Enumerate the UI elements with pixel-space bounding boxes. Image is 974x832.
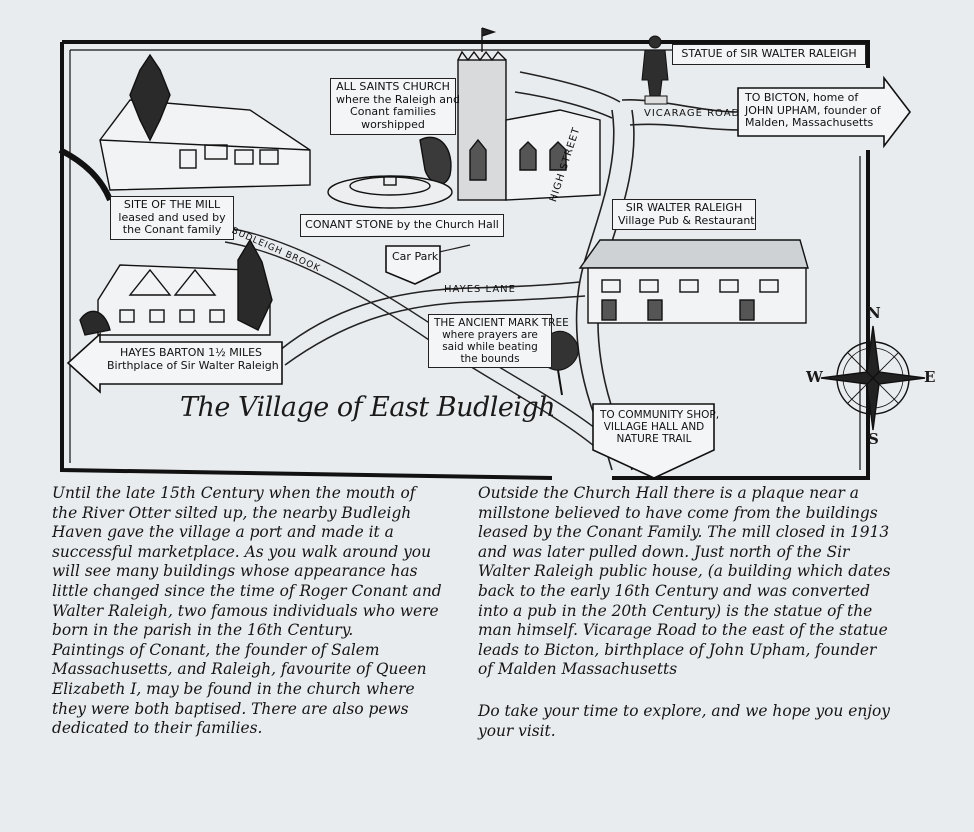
- arrow-shapes: [66, 75, 912, 479]
- compass-s: S: [868, 430, 879, 448]
- mark-tree-line-1: THE ANCIENT MARK TREE: [434, 317, 569, 329]
- left-paragraph-2: Paintings of Conant, the founder of Sale…: [52, 640, 427, 738]
- mill-illustration: [58, 53, 311, 202]
- bicton-label: TO BICTON, home of JOHN UPHAM, founder o…: [740, 90, 884, 132]
- car-park-label: Car Park: [392, 250, 438, 263]
- compass-e: E: [924, 368, 935, 386]
- pub-illustration: [578, 239, 809, 324]
- community-line-2: VILLAGE HALL AND: [603, 421, 705, 434]
- left-paragraph-1: Until the late 15th Century when the mou…: [52, 484, 442, 640]
- mill-line-3: the Conant family: [122, 223, 222, 237]
- bicton-line-3: Malden, Massachusetts: [745, 116, 874, 130]
- conant-stone-illustration: [327, 175, 453, 209]
- statue-label-text: STATUE of SIR WALTER RALEIGH: [681, 47, 857, 60]
- hayes-lane-label: HAYES LANE: [444, 284, 516, 295]
- hayes-barton-line-2: Birthplace of Sir Walter Raleigh: [107, 358, 279, 372]
- pub-line-2: Village Pub & Restaurant: [618, 213, 755, 227]
- right-text-column: Outside the Church Hall there is a plaqu…: [478, 484, 896, 741]
- statue-label: STATUE of SIR WALTER RALEIGH: [672, 44, 866, 65]
- compass-s-text: S: [868, 430, 879, 448]
- community-line-1: TO COMMUNITY SHOP,: [600, 409, 720, 421]
- compass-n-text: N: [867, 304, 881, 322]
- mark-tree-line-3: said while beating: [442, 341, 538, 354]
- car-park-text: Car Park: [392, 250, 439, 263]
- roads: [224, 71, 741, 471]
- pub-line-1: SIR WALTER RALEIGH: [625, 201, 743, 214]
- bicton-line-1: TO BICTON, home of: [745, 91, 859, 104]
- left-text-column: Until the late 15th Century when the mou…: [52, 484, 444, 739]
- pub-label: SIR WALTER RALEIGH Village Pub & Restaur…: [612, 199, 756, 231]
- bicton-line-2: JOHN UPHAM, founder of: [745, 103, 881, 117]
- church-illustration: [419, 27, 601, 201]
- compass-w-text: W: [806, 368, 823, 386]
- right-paragraph-2: Do take your time to explore, and we hop…: [478, 701, 890, 740]
- hayes-barton-illustration: [79, 238, 273, 336]
- compass-n: N: [867, 304, 881, 322]
- vicarage-road-label: VICARAGE ROAD: [644, 108, 740, 119]
- community-line-3: NATURE TRAIL: [616, 433, 692, 446]
- hayes-lane-text: HAYES LANE: [444, 284, 516, 295]
- hayes-barton-line-1: HAYES BARTON 1½ MILES: [119, 346, 263, 359]
- map-title: The Village of East Budleigh: [180, 392, 556, 423]
- vicarage-road-text: VICARAGE ROAD: [644, 108, 741, 119]
- church-label: ALL SAINTS CHURCH where the Raleigh and …: [330, 78, 460, 135]
- right-paragraph-1: Outside the Church Hall there is a plaqu…: [478, 484, 891, 679]
- community-label: TO COMMUNITY SHOP, VILLAGE HALL AND NATU…: [595, 407, 720, 447]
- mill-line-1: SITE OF THE MILL: [123, 198, 221, 211]
- mill-label: SITE OF THE MILL leased and used by the …: [110, 196, 234, 240]
- church-line-4: worshipped: [361, 117, 425, 131]
- church-line-3: Conant families: [350, 105, 436, 119]
- church-line-2: where the Raleigh and: [336, 92, 460, 106]
- mark-tree-label: THE ANCIENT MARK TREE where prayers are …: [428, 314, 569, 369]
- conant-stone-text: CONANT STONE by the Church Hall: [305, 218, 499, 231]
- compass-w: W: [806, 368, 823, 386]
- mark-tree-line-2: where prayers are: [442, 329, 538, 342]
- hayes-barton-label: HAYES BARTON 1½ MILES Birthplace of Sir …: [102, 345, 280, 374]
- statue-illustration: [641, 35, 669, 105]
- mark-tree-line-4: the bounds: [460, 353, 520, 366]
- compass-rose: [820, 325, 926, 431]
- compass-e-text: E: [924, 368, 936, 386]
- mill-line-2: leased and used by: [118, 210, 226, 224]
- map-border: [60, 40, 870, 480]
- church-line-1: ALL SAINTS CHURCH: [336, 80, 450, 93]
- conant-stone-label: CONANT STONE by the Church Hall: [300, 214, 504, 237]
